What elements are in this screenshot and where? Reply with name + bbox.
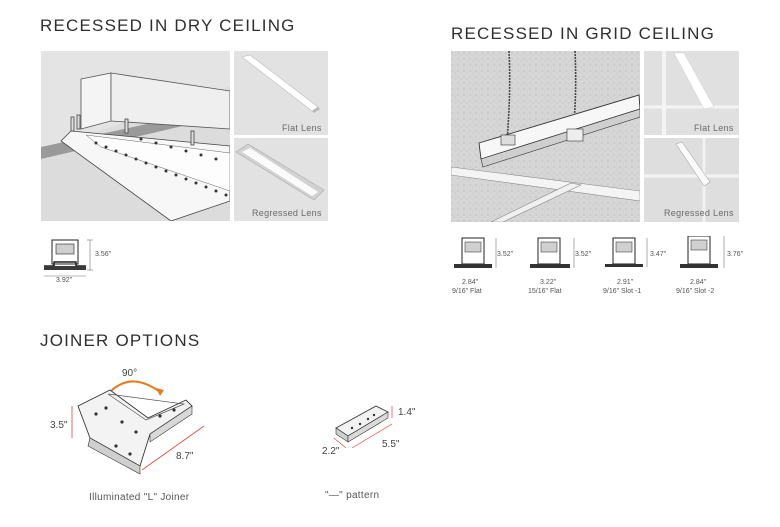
straight-joiner-drawing xyxy=(330,398,400,454)
grid-profile-name: 9/16" Slot -1 xyxy=(603,288,642,295)
section-title-dry-ceiling: RECESSED IN DRY CEILING xyxy=(40,16,296,35)
grid-profile-drawing xyxy=(603,236,651,278)
dry-flat-lens-image xyxy=(234,51,328,135)
grid-profile-name: 9/16" Slot -2 xyxy=(676,288,715,295)
l-joiner-height: 3.5" xyxy=(50,420,68,431)
straight-joiner-caption: "—" pattern xyxy=(325,490,380,501)
dry-flat-lens-caption: Flat Lens xyxy=(282,123,322,133)
straight-joiner-width: 2.2" xyxy=(322,446,340,457)
l-joiner-length: 8.7" xyxy=(176,451,194,462)
section-title-grid-ceiling: RECESSED IN GRID CEILING xyxy=(451,24,716,43)
grid-profile-height: 3.52" xyxy=(497,251,514,258)
grid-profile-drawing xyxy=(678,235,726,278)
dry-ceiling-install-image xyxy=(41,51,230,221)
straight-joiner-length: 5.5" xyxy=(382,439,400,450)
grid-profile-width: 2.91" xyxy=(617,279,634,286)
dry-regressed-lens-image xyxy=(234,138,328,221)
grid-regressed-lens-image xyxy=(644,138,739,222)
dry-profile-width: 3.92" xyxy=(56,277,73,284)
l-joiner-drawing xyxy=(50,366,220,476)
grid-profile-width: 2.84" xyxy=(690,279,707,286)
l-joiner-caption: Illuminated "L" Joiner xyxy=(89,492,190,503)
dry-ceiling-profile-drawing xyxy=(40,236,120,286)
grid-profile-height: 3.52" xyxy=(575,251,592,258)
dry-profile-height: 3.56" xyxy=(95,251,112,258)
section-title-joiner-options: JOINER OPTIONS xyxy=(40,331,201,350)
grid-profile-name: 15/16" Flat xyxy=(528,288,562,295)
grid-regressed-lens-caption: Regressed Lens xyxy=(664,208,734,218)
grid-ceiling-install-image xyxy=(451,51,640,222)
l-joiner-angle: 90° xyxy=(122,368,138,379)
grid-profile-drawing xyxy=(528,236,576,278)
grid-flat-lens-image xyxy=(644,51,739,135)
grid-profile-width: 2.84" xyxy=(462,279,479,286)
grid-profile-height: 3.76" xyxy=(727,251,744,258)
grid-profile-height: 3.47" xyxy=(650,251,667,258)
grid-profile-width: 3.22" xyxy=(540,279,557,286)
grid-profile-drawing xyxy=(452,236,500,278)
grid-flat-lens-caption: Flat Lens xyxy=(694,123,734,133)
straight-joiner-height: 1.4" xyxy=(398,407,416,418)
grid-profile-name: 9/16" Flat xyxy=(452,288,482,295)
dry-regressed-lens-caption: Regressed Lens xyxy=(252,208,322,218)
